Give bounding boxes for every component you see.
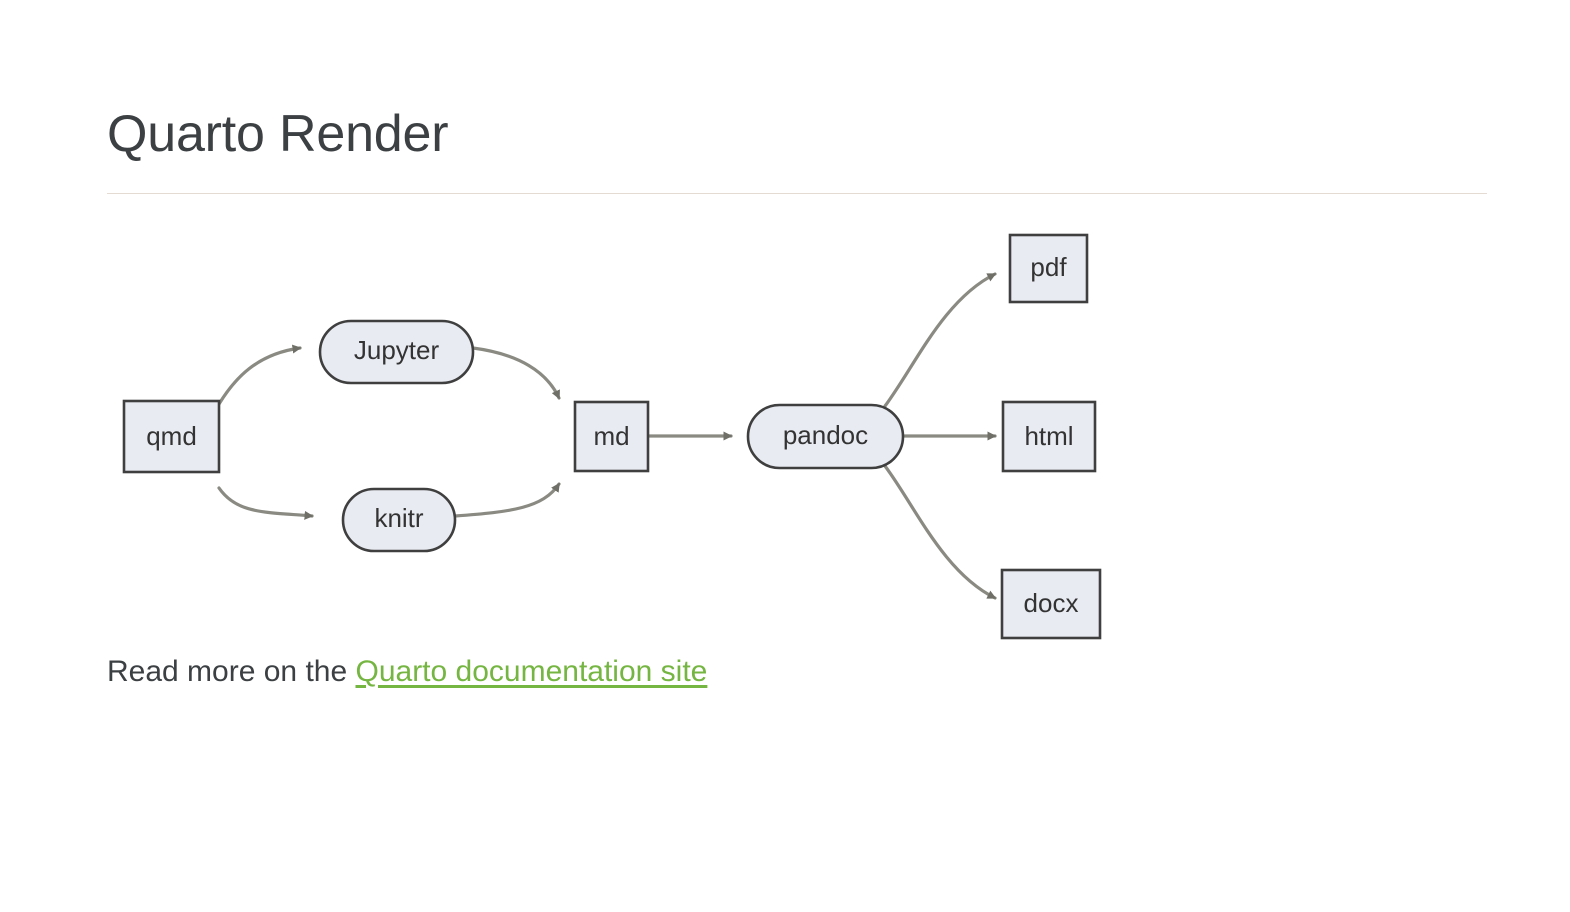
read-more-paragraph: Read more on the Quarto documentation si… — [107, 646, 1487, 691]
quarto-render-flowchart: qmd Jupyter knitr md — [107, 216, 1167, 646]
node-docx-label: docx — [1024, 588, 1079, 618]
node-jupyter[interactable]: Jupyter — [318, 319, 475, 385]
node-qmd[interactable]: qmd — [122, 399, 221, 474]
node-pandoc-shape[interactable] — [746, 403, 905, 470]
node-jupyter-shape[interactable] — [318, 319, 475, 385]
node-jupyter-label: Jupyter — [354, 335, 440, 365]
node-pandoc[interactable]: pandoc — [746, 403, 905, 470]
node-md-shape[interactable] — [573, 400, 650, 473]
read-more-text: Read more on the — [107, 655, 356, 689]
edge-pandoc-docx — [883, 464, 997, 600]
node-knitr-shape[interactable] — [341, 487, 457, 553]
node-qmd-shape[interactable] — [122, 399, 221, 474]
node-knitr-label: knitr — [374, 503, 423, 533]
node-knitr[interactable]: knitr — [341, 487, 457, 553]
flowchart-svg: qmd Jupyter knitr md — [122, 233, 1102, 640]
edge-jupyter-md — [471, 346, 561, 400]
quarto-documentation-link[interactable]: Quarto documentation site — [355, 655, 708, 689]
node-docx-shape[interactable] — [1000, 568, 1102, 640]
page-title: Quarto Render — [107, 105, 449, 163]
node-pandoc-label: pandoc — [783, 420, 868, 450]
content-column: Quarto Render — [107, 0, 1487, 691]
node-html[interactable]: html — [1001, 400, 1097, 473]
node-pdf-shape[interactable] — [1008, 233, 1089, 304]
node-html-shape[interactable] — [1001, 400, 1097, 473]
node-md-label: md — [593, 421, 629, 451]
edge-qmd-jupyter — [217, 344, 302, 406]
node-qmd-label: qmd — [146, 421, 197, 451]
node-md[interactable]: md — [573, 400, 650, 473]
edge-group — [217, 272, 997, 600]
edge-qmd-knitr — [217, 486, 314, 521]
node-docx[interactable]: docx — [1000, 568, 1102, 640]
node-group: qmd Jupyter knitr md — [122, 233, 1102, 640]
title-divider — [107, 193, 1487, 195]
node-pdf[interactable]: pdf — [1008, 233, 1089, 304]
node-html-label: html — [1024, 421, 1073, 451]
node-pdf-label: pdf — [1030, 252, 1067, 282]
edge-pandoc-pdf — [883, 272, 997, 408]
edge-knitr-md — [453, 482, 561, 518]
